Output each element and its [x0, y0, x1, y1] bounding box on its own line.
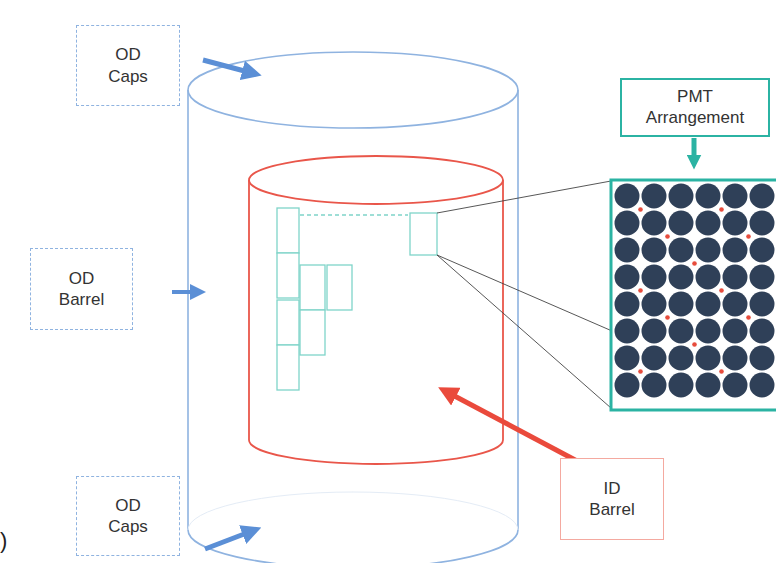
pmt-circle	[696, 373, 721, 398]
pmt-circle	[750, 184, 775, 209]
pmt-circle	[723, 292, 748, 317]
pmt-dot	[719, 207, 724, 212]
label-box: OD Barrel	[30, 248, 133, 330]
pmt-panel	[611, 180, 776, 410]
pmt-circle	[615, 346, 640, 371]
pmt-circle	[615, 292, 640, 317]
label-box: PMT Arrangement	[620, 78, 770, 137]
pmt-circle	[669, 211, 694, 236]
pmt-circle	[642, 265, 667, 290]
pmt-dot	[746, 234, 751, 239]
figure-mark: )	[0, 528, 7, 554]
box-label: OD Caps	[98, 44, 158, 87]
pmt-dot	[638, 369, 643, 374]
pmt-circle	[642, 373, 667, 398]
pmt-circle	[696, 319, 721, 344]
pmt-circle	[723, 265, 748, 290]
pmt-dot	[719, 369, 724, 374]
box-label: PMT Arrangement	[630, 86, 760, 129]
pmt-circle	[615, 373, 640, 398]
zoom-lines	[437, 181, 725, 408]
pmt-dot	[665, 234, 670, 239]
pmt-circle	[696, 238, 721, 263]
pmt-circle	[723, 319, 748, 344]
pmt-circle	[750, 238, 775, 263]
pmt-circle	[723, 346, 748, 371]
pmt-circle	[750, 319, 775, 344]
pmt-dot	[692, 342, 697, 347]
pmt-circle	[615, 238, 640, 263]
pmt-circle	[615, 265, 640, 290]
pmt-circle	[642, 211, 667, 236]
pmt-dot	[665, 315, 670, 320]
pmt-circle	[696, 184, 721, 209]
pmt-dot	[746, 315, 751, 320]
pmt-circle	[723, 373, 748, 398]
pmt-circle	[642, 184, 667, 209]
inner-cylinder	[249, 156, 503, 464]
pmt-circle	[750, 346, 775, 371]
pmt-circle	[750, 292, 775, 317]
pmt-circle	[723, 238, 748, 263]
pmt-dot	[638, 288, 643, 293]
pmt-circle	[669, 265, 694, 290]
pmt-circle	[615, 184, 640, 209]
box-label: OD Caps	[98, 495, 158, 538]
pmt-circle	[669, 238, 694, 263]
pmt-circle	[723, 184, 748, 209]
pmt-circle	[669, 373, 694, 398]
pmt-dot	[638, 207, 643, 212]
pmt-circle	[669, 319, 694, 344]
pmt-circle	[696, 346, 721, 371]
pmt-circle	[669, 346, 694, 371]
pmt-circle	[615, 319, 640, 344]
pmt-circle	[669, 292, 694, 317]
pmt-dot	[692, 261, 697, 266]
pmt-grid	[615, 184, 775, 398]
pmt-circle	[696, 211, 721, 236]
pmt-circle	[723, 211, 748, 236]
pmt-modules	[277, 208, 437, 390]
pmt-circle	[642, 292, 667, 317]
box-label: ID Barrel	[582, 478, 642, 521]
pmt-dot	[719, 288, 724, 293]
box-label: OD Barrel	[47, 268, 117, 311]
label-box: OD Caps	[76, 25, 180, 106]
pmt-circle	[615, 211, 640, 236]
pmt-circle	[642, 238, 667, 263]
outer-cylinder	[188, 52, 518, 563]
pmt-circle	[696, 265, 721, 290]
pointer-arrows	[172, 60, 694, 549]
label-box: OD Caps	[76, 476, 180, 556]
label-box: ID Barrel	[560, 458, 664, 540]
pmt-circle	[750, 211, 775, 236]
pmt-circle	[750, 373, 775, 398]
pmt-circle	[750, 265, 775, 290]
pmt-circle	[696, 292, 721, 317]
pmt-circle	[642, 346, 667, 371]
pmt-circle	[669, 184, 694, 209]
pmt-circle	[642, 319, 667, 344]
